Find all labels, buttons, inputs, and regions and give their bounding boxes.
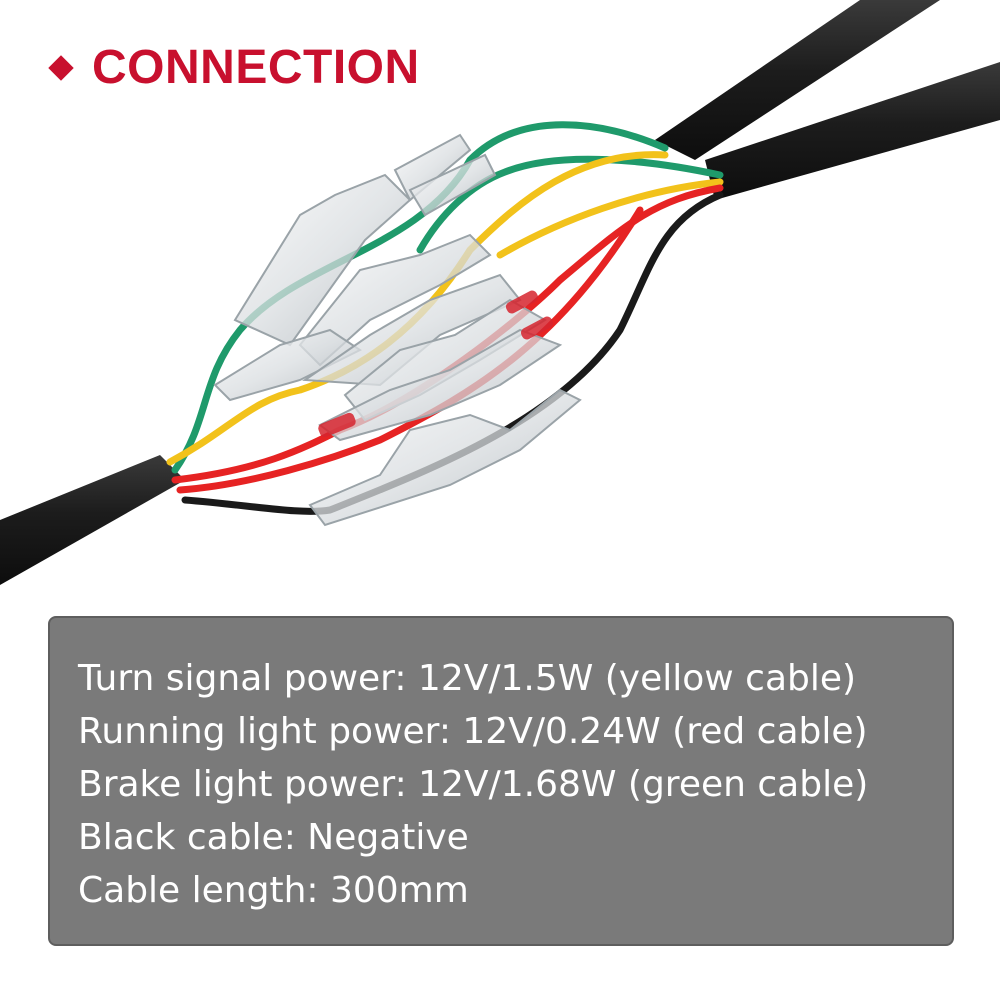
connector-2 [393,133,472,202]
cable-connector-photo [0,0,1000,585]
spec-brake-light-power: Brake light power: 12V/1.68W (green cabl… [78,764,869,805]
wire-green [171,121,669,474]
crimp-sleeve [520,316,554,340]
cable-jacket-lower-right [705,62,1000,200]
crimp-sleeve [505,290,539,314]
spec-turn-signal-power: Turn signal power: 12V/1.5W (yellow cabl… [78,658,857,699]
crimp-sleeve [318,412,356,438]
specifications-panel: Turn signal power: 12V/1.5W (yellow cabl… [48,616,954,946]
connector-3 [408,153,497,217]
spec-cable-length: Cable length: 300mm [78,870,469,911]
wire-red [176,206,644,494]
connector-8 [318,328,563,442]
spec-running-light-power: Running light power: 12V/0.24W (red cabl… [78,711,868,752]
cable-jacket-upper-right [655,0,940,160]
spec-black-cable: Black cable: Negative [78,817,469,858]
connector-9 [308,388,582,527]
wire-green [416,155,724,254]
section-title: CONNECTION [92,41,420,94]
section-header: CONNECTION [48,38,420,98]
wire-yellow [496,178,724,259]
connector-1 [233,173,412,347]
cable-jacket-left [0,455,185,585]
